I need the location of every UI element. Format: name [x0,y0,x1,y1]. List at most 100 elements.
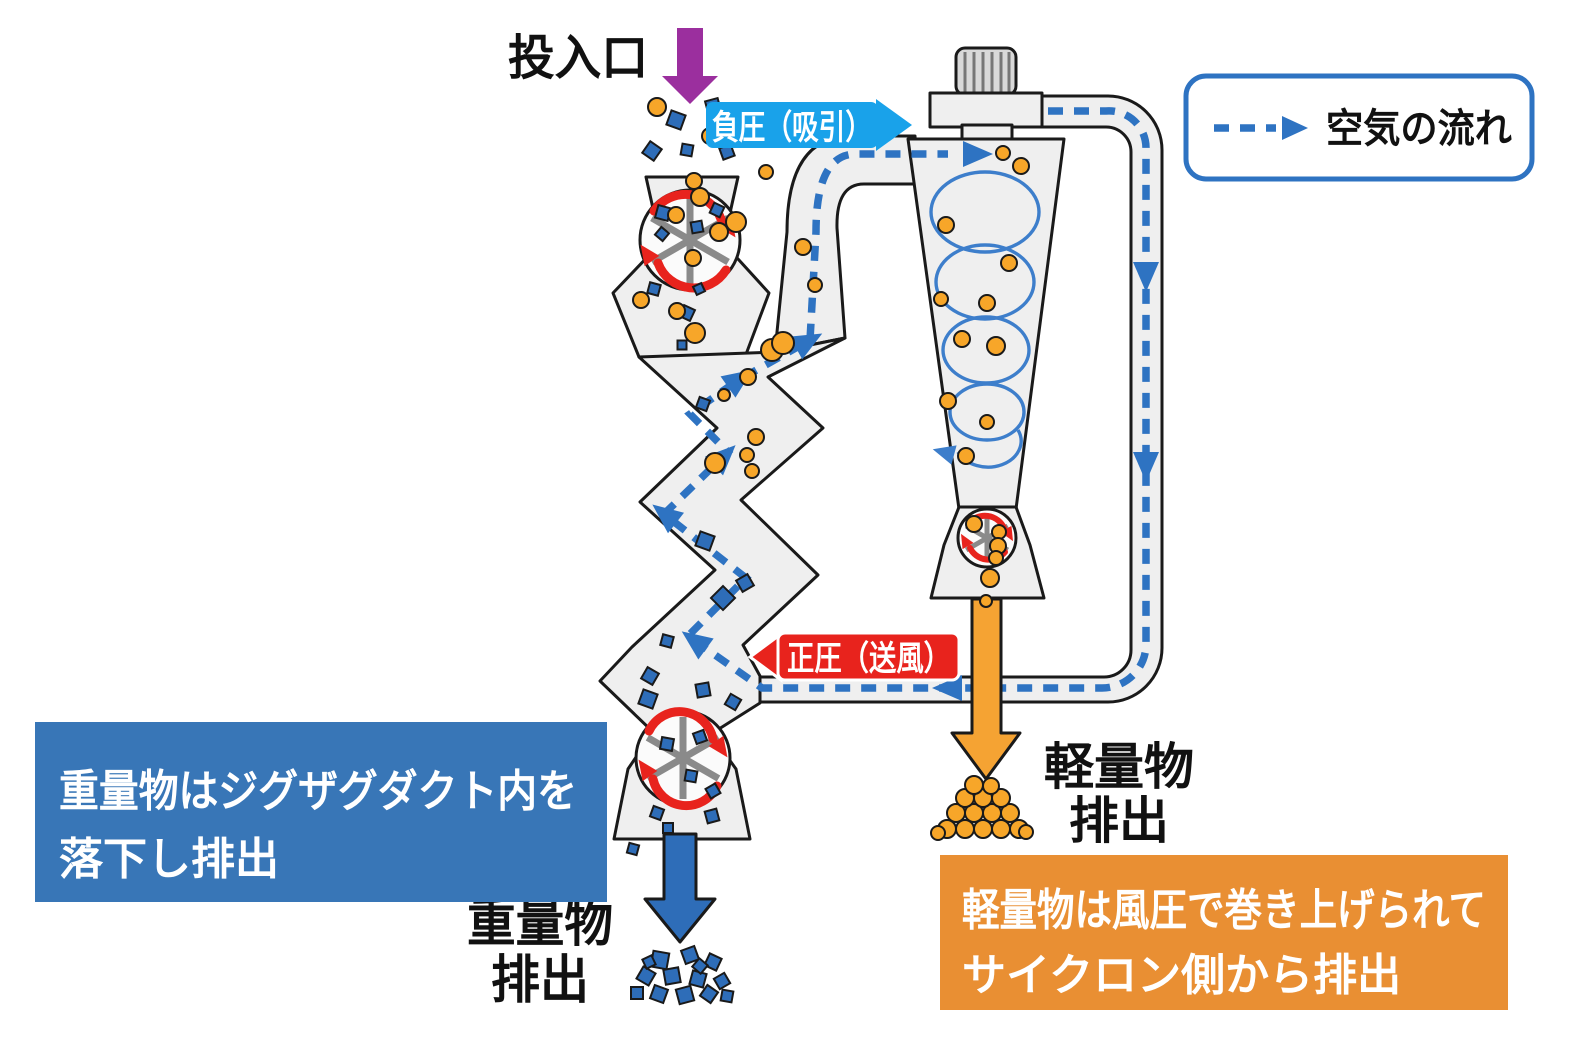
heavy-particle [659,633,675,649]
light-particle [979,594,993,608]
blower-label: 正圧（送風） [747,631,961,683]
heavy-particle [639,665,661,687]
light-discharge-arrow [950,597,1022,781]
light-particle [979,414,995,430]
heavy-note-line2: 落下し排出 [59,835,279,884]
return-air-duct [758,94,1164,704]
rotation-arrowhead-icon [638,759,658,782]
light-particle [668,302,686,320]
light-particle [758,164,774,180]
heavy-particle [630,986,644,1000]
light-particle [794,238,812,256]
heavy-particles [625,96,756,1006]
heavy-particle [679,142,695,158]
heavy-discharge-arrow [643,832,717,944]
heavy-output-label-line1: 重量物 [467,895,613,953]
rotation-arrowhead-icon [961,533,974,550]
light-particle [739,447,755,463]
air-flow-arrowhead-icon [1133,262,1159,292]
light-particle [978,294,996,312]
heavy-particle [635,965,657,987]
heavy-output-label-line2: 排出 [491,952,589,1010]
rotor-spokes [645,717,721,799]
blower-label-text: 正圧（送風） [787,639,951,678]
air-flow-arrowhead-icon [681,631,714,660]
suction-label: 負圧（吸引） [706,99,912,151]
heavy-particle [691,281,707,297]
heavy-particle [698,983,720,1005]
light-particle [939,392,957,410]
light-particle [964,775,984,795]
light-particle [991,819,1011,839]
air-flow-arrowhead-icon [789,333,823,360]
light-particle [1000,254,1018,272]
heavy-particle [723,692,743,712]
heavy-discharge-rotary-valve [634,707,732,811]
light-particle [991,788,1011,808]
cyclone-cone [906,137,1066,511]
air-flow-arrowhead-icon [652,504,685,534]
suction-label-text: 負圧（吸引） [712,108,872,147]
light-particle [988,550,1004,566]
heavy-particle [704,782,722,800]
heavy-particle [689,219,705,235]
light-particle [965,515,983,533]
inlet-arrow [662,28,718,104]
heavy-particle [719,988,735,1004]
legend-text: 空気の流れ [1326,107,1512,151]
heavy-particle [658,735,676,753]
light-particle [667,206,685,224]
light-particle [980,568,1000,588]
heavy-particle [734,572,756,594]
heavy-particle [691,728,709,746]
rotation-arrow [644,707,718,744]
heavy-particle [674,984,696,1006]
light-particle [1012,157,1030,175]
heavy-particle [703,807,721,825]
inlet-label: 投入口 [508,32,648,85]
light-output-label-line1: 軽量物 [1044,739,1194,795]
light-particle [747,428,765,446]
light-particle [725,211,747,233]
heavy-particle [703,952,723,972]
heavy-particle [648,983,670,1005]
rotation-arrowhead-icon [640,244,660,267]
heavy-note-box: 重量物はジグザグダクト内を 落下し排出 [35,722,607,902]
light-particle [982,777,1000,795]
heavy-particle [709,584,737,612]
light-particle [1018,824,1034,840]
heavy-particle [676,339,688,351]
heavy-particle [665,109,687,131]
light-particle [771,331,795,355]
heavy-note-line1: 重量物はジグザグダクト内を [59,767,577,816]
light-particle [684,249,702,267]
heavy-particle [683,768,699,784]
heavy-particle [679,944,701,966]
light-particle [937,216,955,234]
light-particle [973,819,993,839]
light-note-box: 軽量物は風圧で巻き上げられて サイクロン側から排出 [940,855,1508,1010]
heavy-particle [662,966,682,986]
light-particle [930,825,946,841]
heavy-particle [688,969,708,989]
heavy-particle [648,804,666,822]
rotor-spoke [645,734,721,782]
light-note-line1: 軽量物は風圧で巻き上げられて [962,886,1486,935]
air-flow-arrowhead-icon [1133,452,1159,482]
cyclone-top-box [928,91,1044,129]
light-output-label-line2: 排出 [1069,793,1169,849]
light-particle [684,322,706,344]
light-particle [933,291,949,307]
legend-arrowhead-icon [1282,116,1308,140]
cyclone-cap-ribs [963,52,1011,92]
light-particle [807,277,823,293]
light-particle [1000,803,1020,823]
light-particle [685,172,703,190]
air-flow-legend: 空気の流れ [1183,73,1535,182]
light-particle [717,388,731,402]
light-particle [995,145,1011,161]
air-flow-arrowhead-icon [932,675,962,701]
light-note-line2: サイクロン側から排出 [962,951,1401,1000]
heavy-particle [708,201,726,219]
light-particle [953,330,971,348]
